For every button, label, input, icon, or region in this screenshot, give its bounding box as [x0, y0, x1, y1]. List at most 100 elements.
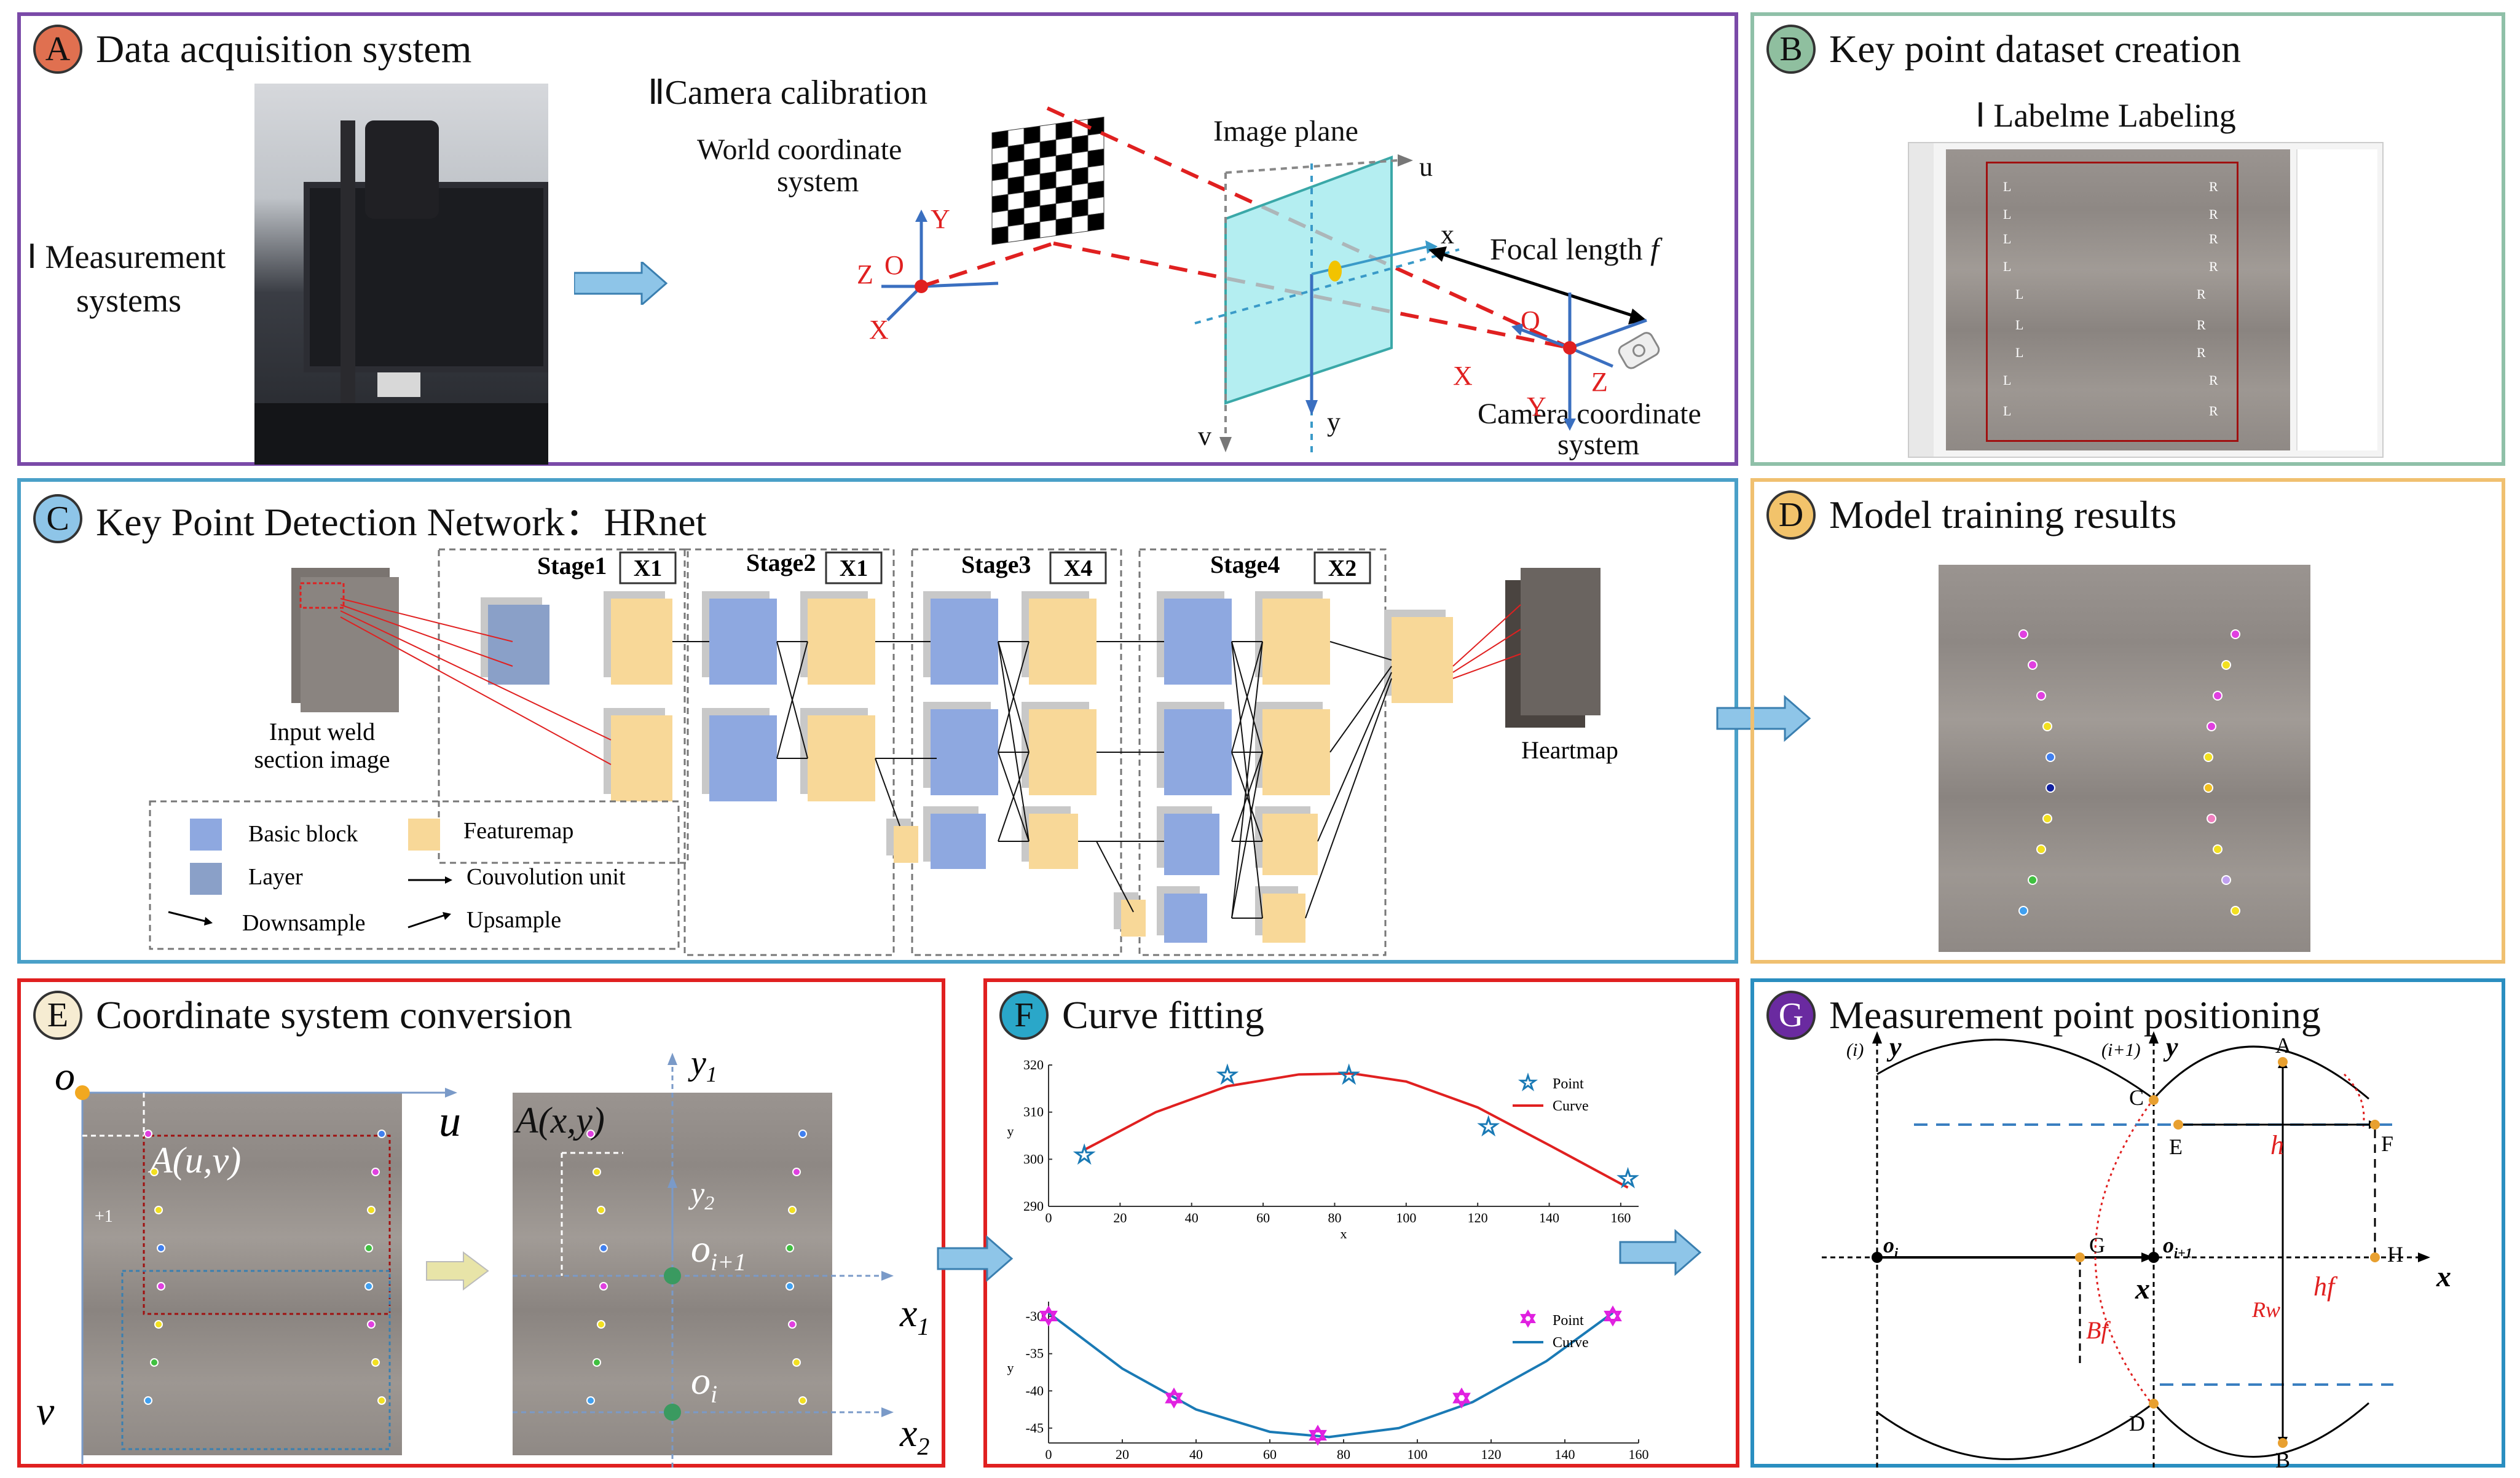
panel-a: A Data acquisition system Ⅰ Measurement …	[17, 12, 1738, 466]
label-x2: x2	[899, 1411, 929, 1460]
world-coord-label-2: system	[777, 165, 859, 198]
keypoint-dot	[787, 1320, 797, 1329]
keypoint-dot	[599, 1282, 608, 1291]
keypoint-dot	[154, 1206, 163, 1214]
x-tick-label: 20	[1113, 1210, 1127, 1225]
keypoint-dot	[366, 1320, 376, 1329]
label-E: E	[2169, 1134, 2183, 1159]
left-keypoint-label: L	[2003, 231, 2012, 246]
camera-origin	[1563, 341, 1577, 355]
x-tick-label: 160	[1610, 1210, 1631, 1225]
label-i: (i)	[1846, 1040, 1864, 1060]
x-tick-label: 0	[1045, 1210, 1052, 1225]
arc-bottom-left	[1876, 1402, 2154, 1460]
Zc: Z	[1591, 367, 1608, 397]
keypoint-dot	[366, 1206, 376, 1214]
keypoint-dot	[2046, 752, 2056, 762]
x-tick-label: 80	[1328, 1210, 1341, 1225]
fm-s2-small	[894, 826, 918, 863]
label-y-right: y	[2163, 1032, 2178, 1062]
systems-label: systems	[76, 282, 182, 319]
keypoint-dot	[144, 1130, 152, 1138]
stage3-label: Stage3	[961, 551, 1031, 578]
panel-c-badge: C	[33, 494, 82, 543]
x-tick-label: 40	[1189, 1447, 1203, 1462]
y-tick-label: 290	[1023, 1198, 1044, 1214]
label-u: u	[439, 1096, 461, 1146]
label-x1: x1	[899, 1291, 929, 1340]
keypoint-dot	[149, 1358, 159, 1367]
coord-overlay: o u v A(u,v) +1 A(x,y) y1 y2 oi+1 oi x1 …	[36, 1044, 929, 1468]
keypoint-dot	[586, 1396, 595, 1405]
keypoint-dot	[597, 1206, 606, 1214]
right-keypoint-label: R	[2209, 231, 2218, 246]
keypoint-dot	[364, 1244, 373, 1252]
legend-conv: Couvolution unit	[467, 864, 626, 890]
data-point: ✡	[1307, 1422, 1328, 1450]
y-tick-label: -40	[1026, 1383, 1044, 1398]
panel-d-badge: D	[1766, 490, 1816, 540]
left-keypoint-label: L	[2015, 286, 2024, 302]
x-tick-label: 20	[1116, 1447, 1129, 1462]
arc-bottom-right	[2152, 1402, 2369, 1458]
keypoint-dot	[2042, 721, 2052, 731]
image-plane-label: Image plane	[1213, 115, 1358, 147]
label-v: v	[36, 1389, 55, 1434]
left-keypoint-label: L	[2015, 345, 2024, 360]
data-point: ✡	[1164, 1385, 1184, 1412]
label-D: D	[2129, 1411, 2145, 1436]
data-point: ☆	[1338, 1061, 1360, 1088]
input-label-2: section image	[254, 745, 390, 773]
label-G: G	[2089, 1233, 2105, 1257]
right-keypoint-label: R	[2209, 403, 2218, 419]
keypoint-dot	[785, 1244, 794, 1252]
arrow-e	[426, 1251, 489, 1291]
image-plane	[1224, 155, 1393, 405]
bb-s3-mid	[931, 709, 998, 795]
keypoint-dot	[2028, 660, 2038, 670]
Oc: O	[1521, 305, 1540, 336]
keypoint-dot	[2213, 844, 2223, 854]
keypoint-dot	[2207, 721, 2217, 731]
keypoint-dot	[2018, 629, 2028, 639]
left-keypoint-label: L	[2003, 206, 2012, 222]
x-tick-label: 100	[1408, 1447, 1428, 1462]
camera-coord-label-2: system	[1557, 428, 1640, 461]
data-point: ☆	[1478, 1113, 1500, 1141]
image-point	[1328, 261, 1342, 281]
labelme-window	[1908, 142, 2384, 458]
left-keypoint-label: L	[2015, 317, 2024, 332]
fm-s4-4	[1262, 894, 1305, 943]
data-point: ☆	[1073, 1141, 1095, 1169]
label-Bf: Bf	[2086, 1316, 2111, 1344]
coord-image-left	[82, 1093, 402, 1455]
x-tick-label: 80	[1337, 1447, 1350, 1462]
y-tick-label: 310	[1023, 1104, 1044, 1120]
measurement-label: Ⅰ Measurement	[27, 238, 226, 275]
origin-oi	[664, 1404, 681, 1421]
fm-s4-2	[1262, 709, 1330, 795]
panel-e-title: E Coordinate system conversion	[33, 991, 572, 1040]
fm-s3-low	[1029, 814, 1078, 869]
heatmap-label: Heartmap	[1521, 736, 1618, 764]
label-A: A	[2275, 1033, 2291, 1058]
layer-block	[488, 605, 549, 685]
legend-layer-swatch	[190, 863, 222, 895]
Zw: Z	[857, 259, 873, 289]
fit-curve	[1047, 1311, 1614, 1439]
legend-point-marker: ✡	[1519, 1308, 1537, 1331]
panel-g-title-text: Measurement point positioning	[1829, 993, 2321, 1037]
fm-s2-mid	[808, 715, 875, 801]
data-point: ✡	[1451, 1385, 1472, 1412]
data-point: ☆	[1617, 1165, 1639, 1192]
left-keypoint-label: L	[2003, 179, 2012, 194]
fm-s4-3	[1262, 814, 1318, 875]
legend-down: Downsample	[242, 910, 366, 936]
legend-curve-label: Curve	[1553, 1335, 1589, 1351]
label-o: o	[55, 1054, 75, 1099]
keypoint-dot	[144, 1396, 152, 1405]
x-tick-label: 100	[1396, 1210, 1416, 1225]
stage3-mult: X4	[1064, 556, 1092, 581]
